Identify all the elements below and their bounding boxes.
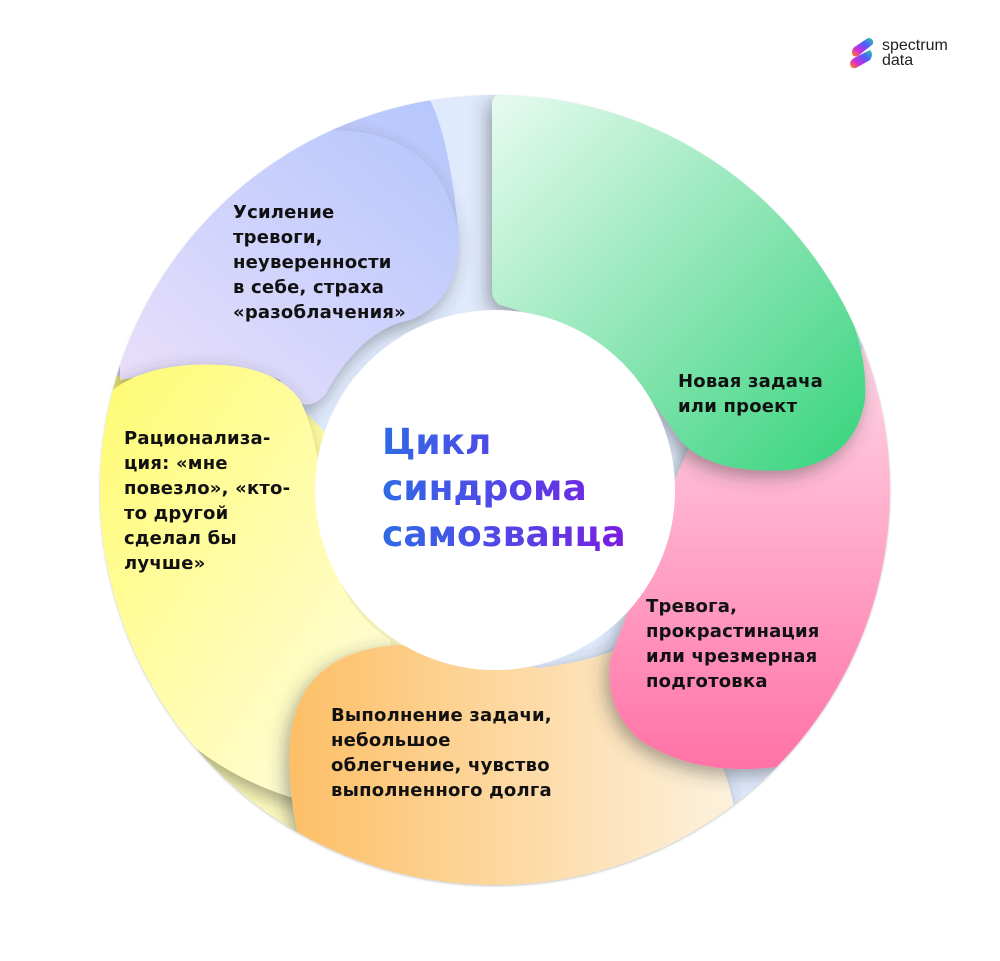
step-1-label: Новая задача или проект [678,371,823,417]
step-2-label: Тревога, прокрастинация или чрезмерная п… [646,596,820,692]
step-3-label: Выполнение задачи, небольшое облегчение,… [331,705,552,801]
step-4-label: Рационализа- ция: «мне повезло», «кто- т… [124,428,291,574]
spectrum-logo-icon [850,38,874,69]
logo-text: spectrum data [882,37,948,69]
center-circle [315,310,675,670]
step-5-label: Усиление тревоги, неуверенности в себе, … [233,202,406,323]
diagram-title: Цикл синдрома самозванца [382,420,626,558]
logo: spectrum data [848,36,948,70]
step-1-blob [492,95,866,471]
